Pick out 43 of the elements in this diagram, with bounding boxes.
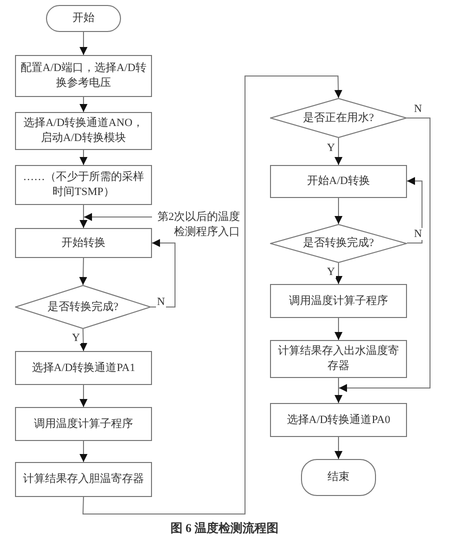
edge-label: N <box>413 103 423 115</box>
entry-note: 第2次以后的温度检测程序入口 <box>152 209 240 241</box>
arrow <box>80 384 88 408</box>
process-box: 计算结果存入胆温寄存器 <box>15 462 152 497</box>
terminal: 开始 <box>46 5 121 32</box>
arrow <box>79 328 88 352</box>
process-box: 选择A/D转换通道PA1 <box>15 351 152 385</box>
arrow <box>334 378 342 404</box>
arrow <box>334 138 342 166</box>
process-box: ……（不少于所需的采样时间TSMP） <box>15 165 152 205</box>
edge-label: Y <box>326 266 336 278</box>
arrow <box>79 258 88 286</box>
arrow <box>334 318 342 340</box>
decision-diamond: 是否转换完成? <box>15 285 151 329</box>
arrow <box>334 198 342 224</box>
process-box: 选择A/D转换通道ANO，启动A/D转换模块 <box>15 112 152 150</box>
decision-diamond: 是否转换完成? <box>270 224 407 263</box>
process-box: 配置A/D端口，选择A/D转换参考电压 <box>15 55 152 97</box>
edge-label: Y <box>71 332 81 344</box>
arrow <box>334 262 342 284</box>
arrow <box>80 204 88 228</box>
edge-label: Y <box>326 142 336 154</box>
arrow <box>334 436 342 460</box>
arrow <box>84 213 152 221</box>
arrow <box>406 177 422 244</box>
process-box: 计算结果存入出水温度寄存器 <box>270 340 407 378</box>
process-box: 调用温度计算子程序 <box>270 284 407 318</box>
decision-diamond: 是否正在用水? <box>270 98 407 138</box>
arrow <box>80 440 88 462</box>
arrow <box>80 96 88 112</box>
arrow <box>82 76 342 514</box>
arrow <box>80 32 88 56</box>
process-box: 开始A/D转换 <box>270 165 407 198</box>
process-box: 选择A/D转换通道PA0 <box>270 403 407 437</box>
arrow <box>338 118 430 392</box>
edge-label: N <box>156 296 166 308</box>
arrow <box>80 150 88 166</box>
arrow <box>150 239 176 308</box>
caption: 图 6 温度检测流程图 <box>170 520 280 537</box>
edge-label: N <box>413 228 423 240</box>
process-box: 开始转换 <box>15 228 152 258</box>
process-box: 调用温度计算子程序 <box>15 407 152 441</box>
terminal: 结束 <box>301 459 376 496</box>
